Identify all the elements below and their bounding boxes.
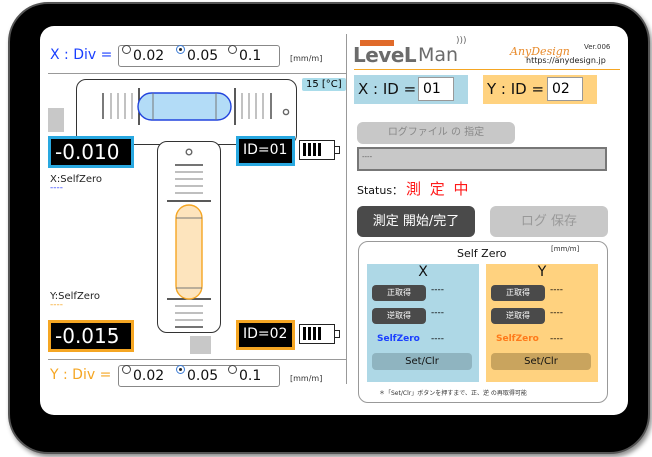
panel-divider	[346, 34, 347, 384]
version-label: Ver.006	[584, 43, 611, 51]
radio-selected-icon	[176, 45, 185, 54]
logo-text-light: Man	[418, 44, 459, 66]
y-selfzero-label: Y:SelfZero	[50, 291, 100, 302]
x-forward-acquire-button[interactable]: 正取得	[372, 285, 426, 301]
radio-icon	[122, 45, 131, 54]
y-div-option-0.1[interactable]: 0.1	[228, 365, 261, 384]
website-url[interactable]: https://anydesign.jp	[526, 56, 606, 65]
x-id-input[interactable]: 01	[418, 77, 454, 101]
self-zero-note: ＊「Set/Clr」ボタンを押すまで、正、逆 の再取得可能	[379, 390, 527, 397]
x-div-unit: [mm/m]	[290, 54, 323, 63]
y-bubble-graphic	[167, 148, 211, 328]
radio-icon	[228, 365, 237, 374]
x-div-option-0.1[interactable]: 0.1	[228, 45, 261, 64]
y-level-vial	[157, 141, 221, 333]
x-div-label: X : Div =	[50, 47, 113, 63]
self-zero-title: Self Zero	[457, 247, 507, 260]
start-stop-measurement-button[interactable]: 測定 開始/完了	[357, 206, 475, 237]
y-reverse-acquire-button[interactable]: 逆取得	[491, 308, 545, 324]
y-selfzero-result-label: SelfZero	[496, 334, 539, 344]
self-zero-panel: Self Zero [mm/m] X 正取得 ---- 逆取得 ---- Sel…	[358, 241, 608, 403]
x-id-field-group: X : ID = 01	[354, 75, 468, 104]
vial-y-connector	[190, 336, 211, 354]
x-set-clear-button[interactable]: Set/Clr	[372, 353, 472, 370]
x-bubble-graphic	[102, 88, 290, 125]
header-divider	[354, 69, 620, 70]
self-zero-unit: [mm/m]	[551, 245, 580, 253]
y-div-unit: [mm/m]	[290, 374, 323, 383]
y-reverse-value: ----	[550, 308, 563, 318]
app-screen: X : Div = 0.02 0.05 0.1 [mm/m] 15 [°C]	[40, 26, 628, 415]
x-selfzero-result-label: SelfZero	[377, 334, 420, 344]
y-div-option-0.05[interactable]: 0.05	[176, 365, 218, 384]
x-selfzero-value: ----	[50, 183, 63, 193]
status-value: 測 定 中	[406, 180, 471, 198]
logo-level-bar	[360, 40, 394, 46]
x-div-radio-group: 0.02 0.05 0.1	[118, 45, 280, 67]
y-div-option-0.02[interactable]: 0.02	[122, 365, 164, 384]
save-log-button[interactable]: ログ 保存	[490, 206, 608, 237]
y-id-input[interactable]: 02	[547, 77, 583, 101]
x-reading-display: -0.010	[48, 136, 134, 168]
x-reverse-value: ----	[431, 308, 444, 318]
y-id-label: Y : ID =	[487, 80, 545, 98]
y-forward-value: ----	[550, 285, 563, 295]
radio-icon	[228, 45, 237, 54]
anydesign-logo: AnyDesign	[510, 45, 570, 58]
x-selfzero-label: X:SelfZero	[50, 174, 103, 185]
self-zero-x-column: X 正取得 ---- 逆取得 ---- SelfZero ---- Set/Cl…	[367, 264, 479, 382]
wireless-icon: )))	[456, 36, 467, 46]
x-div-option-0.02[interactable]: 0.02	[122, 45, 164, 64]
self-zero-x-header: X	[418, 264, 428, 280]
y-div-radio-group: 0.02 0.05 0.1	[118, 365, 280, 387]
select-log-file-button[interactable]: ログファイル の 指定	[357, 122, 515, 144]
y-div-label: Y : Div =	[50, 367, 112, 383]
x-forward-value: ----	[431, 285, 444, 295]
status-label: Status：	[357, 184, 404, 197]
divider	[48, 73, 346, 74]
x-reverse-acquire-button[interactable]: 逆取得	[372, 308, 426, 324]
tablet-frame: X : Div = 0.02 0.05 0.1 [mm/m] 15 [°C]	[8, 2, 650, 454]
y-set-clear-button[interactable]: Set/Clr	[491, 353, 591, 370]
radio-icon	[122, 365, 131, 374]
self-zero-y-column: Y 正取得 ---- 逆取得 ---- SelfZero ---- Set/Cl…	[486, 264, 598, 382]
levelman-logo: LeveL Man )))	[352, 36, 512, 68]
y-battery-icon	[299, 324, 340, 344]
x-div-option-0.05[interactable]: 0.05	[176, 45, 218, 64]
self-zero-y-header: Y	[537, 264, 547, 280]
y-selfzero-result-value: ----	[550, 334, 563, 344]
x-level-vial	[76, 79, 297, 145]
y-id-field-group: Y : ID = 02	[483, 75, 597, 104]
y-forward-acquire-button[interactable]: 正取得	[491, 285, 545, 301]
y-reading-display: -0.015	[48, 320, 134, 352]
radio-selected-icon	[176, 365, 185, 374]
logo-text-bold: LeveL	[353, 43, 417, 67]
log-file-path-field[interactable]: ----	[357, 147, 607, 171]
x-selfzero-result-value: ----	[431, 334, 444, 344]
x-id-label: X : ID =	[358, 80, 417, 98]
temperature-badge: 15 [°C]	[302, 78, 346, 91]
divider	[48, 359, 346, 360]
x-battery-icon	[299, 140, 340, 160]
vial-x-connector	[48, 108, 64, 132]
y-id-display: ID=02	[236, 320, 295, 350]
x-id-display: ID=01	[236, 136, 295, 166]
y-selfzero-value: ----	[50, 300, 63, 310]
